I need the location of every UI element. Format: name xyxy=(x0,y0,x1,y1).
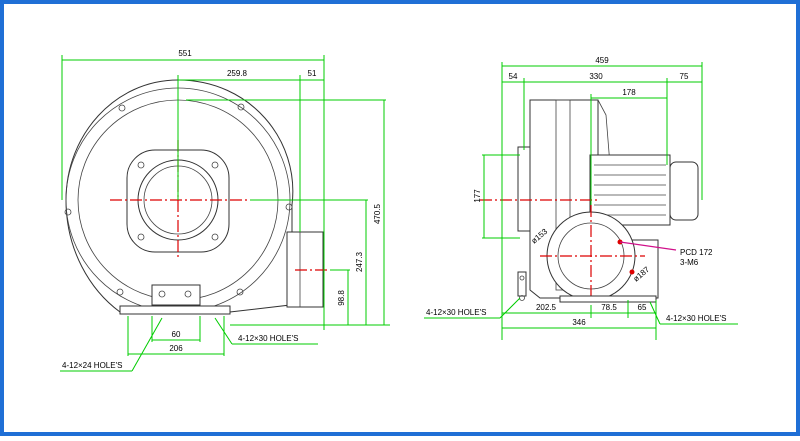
dim-470-5: 470.5 xyxy=(373,203,382,224)
bracket-hole xyxy=(158,290,166,298)
flange-bolt xyxy=(137,161,145,169)
lug-hole xyxy=(116,288,124,296)
dim-54: 54 xyxy=(509,72,518,81)
dim-247-3: 247.3 xyxy=(355,251,364,272)
dim-206: 206 xyxy=(169,344,183,353)
lug-hole xyxy=(237,103,245,111)
dim-459: 459 xyxy=(595,56,609,65)
side-base-plate xyxy=(559,295,657,303)
dim-330: 330 xyxy=(589,72,603,81)
leader-line xyxy=(131,317,163,372)
dim-78-5: 78.5 xyxy=(601,303,617,312)
dim-202-5: 202.5 xyxy=(536,303,557,312)
dim-pcd-172: PCD 172 xyxy=(680,248,713,257)
note-holes-12x30-front: 4-12×30 HOLE'S xyxy=(238,334,298,343)
base-plate xyxy=(119,305,231,315)
bolt-marker xyxy=(629,269,635,275)
dim-259-8: 259.8 xyxy=(227,69,248,78)
lug-hole xyxy=(285,203,293,211)
leader-line xyxy=(214,317,233,345)
dim-346: 346 xyxy=(572,318,586,327)
front-view: 551 259.8 51 470.5 247.3 98.8 60 206 4-1… xyxy=(60,49,390,372)
lug-hole xyxy=(236,288,244,296)
leader-line xyxy=(649,301,661,325)
side-inlet-flange xyxy=(517,146,531,232)
note-holes-side-left: 4-12×30 HOLE'S xyxy=(426,308,486,317)
dim-178: 178 xyxy=(622,88,636,97)
dim-3-m6: 3-M6 xyxy=(680,258,699,267)
note-holes-12x24: 4-12×24 HOLE'S xyxy=(62,361,122,370)
leader-line xyxy=(499,297,521,319)
dim-98-8: 98.8 xyxy=(337,290,346,306)
flange-bolt xyxy=(211,233,219,241)
flange-bolt xyxy=(137,233,145,241)
mounting-bracket xyxy=(151,284,201,306)
bracket-hole xyxy=(184,290,192,298)
side-foot xyxy=(517,271,527,297)
flange-bolt xyxy=(211,161,219,169)
side-taper xyxy=(597,99,611,166)
note-holes-side-right: 4-12×30 HOLE'S xyxy=(666,314,726,323)
pcd-leader xyxy=(619,241,677,251)
dim-75: 75 xyxy=(680,72,689,81)
dim-65: 65 xyxy=(638,303,647,312)
lug-hole xyxy=(64,208,72,216)
motor-end-cover xyxy=(669,161,699,221)
side-foot-hole xyxy=(519,275,525,281)
dim-551: 551 xyxy=(178,49,192,58)
dim-177: 177 xyxy=(473,189,482,203)
dim-60: 60 xyxy=(172,330,181,339)
dim-51: 51 xyxy=(308,69,317,78)
lug-hole xyxy=(118,104,126,112)
side-view: 459 54 330 75 178 177 ø153 ø187 PCD 172 … xyxy=(424,56,738,340)
